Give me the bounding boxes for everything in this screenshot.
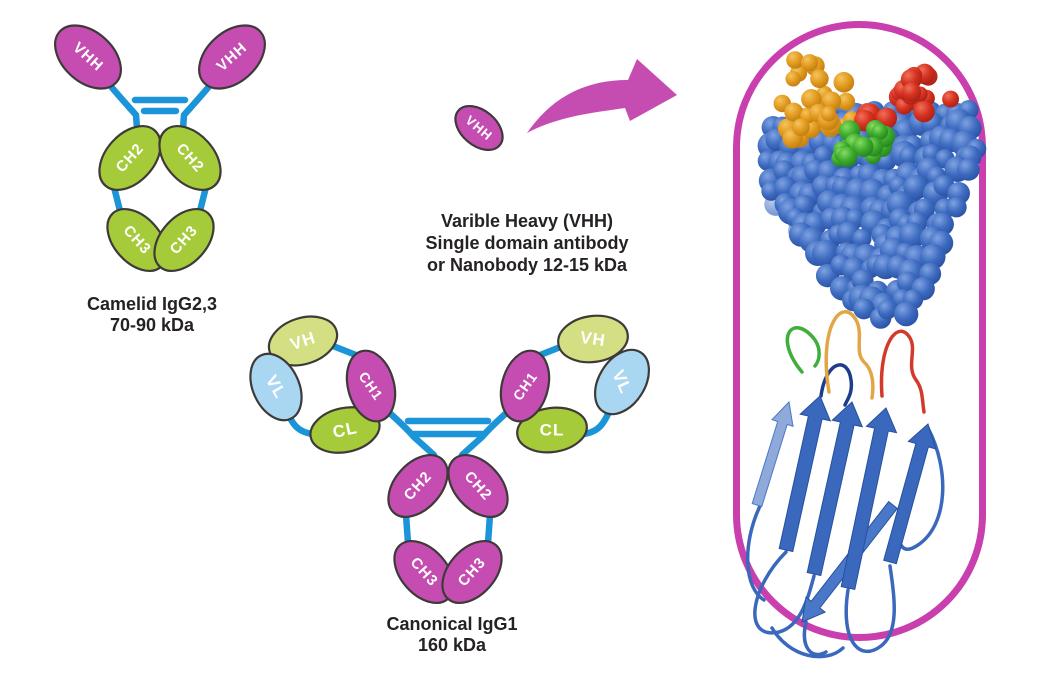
nanobody-domain-vhh: VHH — [454, 104, 504, 152]
cdr2-loop-orange — [824, 310, 875, 400]
domain-oval — [267, 315, 339, 367]
igg1-domain-vh-left: VH — [267, 315, 339, 367]
domain-oval — [447, 454, 509, 518]
domain-oval — [153, 208, 215, 272]
canonical-mass: 160 kDa — [418, 635, 487, 655]
domain-oval — [198, 24, 266, 90]
camelid-domain-vhh-left: VHH — [54, 24, 122, 90]
camelid-domain-ch3-left: CH3 — [106, 208, 168, 272]
igg1-domain-ch3-right: CH3 — [441, 540, 503, 604]
camelid-igg-structure: VHH VHH CH2 CH2 CH3 CH3 Camelid IgG2,3 7… — [54, 24, 266, 335]
igg1-domain-ch2-right: CH2 — [447, 454, 509, 518]
domain-label: CL — [540, 421, 565, 440]
swoosh-arrow-icon — [527, 59, 677, 133]
chain-link — [580, 410, 612, 438]
igg1-domain-ch3-left: CH3 — [393, 540, 455, 604]
vhh-ribbon-model — [745, 310, 945, 659]
domain-oval — [499, 349, 551, 423]
domain-oval — [593, 348, 651, 416]
igg1-domain-ch1-left: CH1 — [345, 349, 397, 423]
nanobody-caption-line1: Varible Heavy (VHH) — [441, 211, 613, 231]
domain-oval — [98, 125, 162, 191]
domain-oval — [441, 540, 503, 604]
cdr3-loop-red — [879, 329, 926, 414]
nanobody-structure: VHH Varible Heavy (VHH) Single domain an… — [425, 104, 629, 275]
igg1-domain-cl-left: CL — [309, 406, 381, 454]
ribbon-loop — [745, 504, 766, 602]
domain-oval — [557, 314, 629, 364]
igg1-domain-ch1-right: CH1 — [499, 349, 551, 423]
igg1-domain-ch2-left: CH2 — [387, 454, 449, 518]
domain-label: CL — [331, 418, 359, 442]
domain-oval — [387, 454, 449, 518]
cdr1-loop-green — [785, 326, 821, 374]
igg1-domain-vl-right: VL — [593, 348, 651, 416]
camelid-mass: 70-90 kDa — [110, 315, 195, 335]
structure-panel — [733, 21, 987, 659]
ribbon-loop — [770, 626, 845, 659]
vhh-space-filling-model — [757, 51, 987, 329]
ribbon-loop — [802, 620, 828, 657]
igg1-domain-vh-right: VH — [557, 314, 629, 364]
ribbon-loop — [844, 564, 896, 653]
camelid-domain-ch2-left: CH2 — [98, 125, 162, 191]
domain-oval — [345, 349, 397, 423]
nanobody-caption-line3: or Nanobody 12-15 kDa — [427, 255, 628, 275]
canonical-igg1-structure: VH VL CL CH1 VH VL CL CH1 — [249, 314, 651, 655]
igg1-domain-vl-left: VL — [249, 352, 303, 422]
camelid-label: Camelid IgG2,3 — [87, 294, 217, 314]
domain-oval — [54, 24, 122, 90]
nanobody-caption-line2: Single domain antibody — [425, 233, 628, 253]
camelid-domain-ch2-right: CH2 — [158, 125, 222, 191]
domain-label: VH — [579, 328, 607, 350]
chain-link — [484, 511, 494, 547]
domain-oval — [249, 352, 303, 422]
domain-oval — [454, 104, 504, 152]
chain-link — [402, 511, 412, 547]
canonical-label: Canonical IgG1 — [386, 614, 517, 634]
beta-strand-arrows — [751, 395, 937, 623]
igg1-domain-cl-right: CL — [516, 406, 588, 454]
domain-oval — [158, 125, 222, 191]
camelid-domain-vhh-right: VHH — [198, 24, 266, 90]
camelid-domain-ch3-right: CH3 — [153, 208, 215, 272]
ribbon-loops — [745, 310, 945, 659]
domain-oval — [309, 406, 381, 454]
domain-oval — [516, 406, 588, 454]
